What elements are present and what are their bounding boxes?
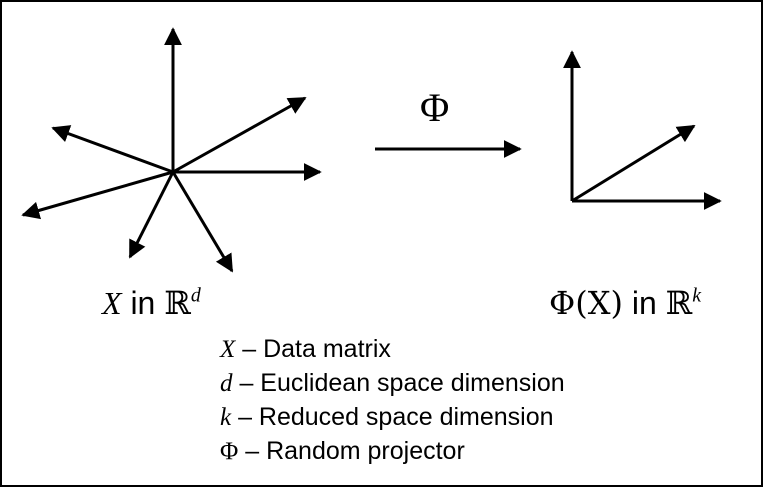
source-exponent: d xyxy=(190,284,201,307)
legend-item-x: X – Data matrix xyxy=(220,332,565,366)
reduced-dim-vectors xyxy=(563,50,722,210)
symbol-legend: X – Data matrix d – Euclidean space dime… xyxy=(220,332,565,468)
source-in-word: in xyxy=(130,285,156,321)
target-real-space: ℝ xyxy=(665,284,693,322)
target-exponent: k xyxy=(692,284,702,307)
legend-text: – Reduced space dimension xyxy=(238,403,554,431)
high-dim-vectors xyxy=(21,27,322,273)
target-space-caption: Φ(X) in ℝk xyxy=(549,284,702,322)
target-in-word: in xyxy=(631,285,657,321)
legend-item-phi: Φ – Random projector xyxy=(220,434,565,468)
vector-upper-left xyxy=(51,125,174,174)
projection-map-label: Φ xyxy=(420,85,450,130)
legend-symbol: d xyxy=(220,370,233,397)
legend-item-d: d – Euclidean space dimension xyxy=(220,366,565,400)
vector-down-right xyxy=(171,171,234,273)
legend-symbol: Φ xyxy=(220,438,239,465)
target-symbol: Φ(X) xyxy=(549,284,623,322)
source-symbol: X xyxy=(102,285,122,321)
legend-text: – Random projector xyxy=(245,437,465,465)
vector-upper-right xyxy=(172,96,307,174)
vector-left xyxy=(21,170,174,220)
reduced-vector-diagonal xyxy=(571,124,696,203)
legend-symbol: X xyxy=(220,336,236,363)
legend-text: – Euclidean space dimension xyxy=(239,369,565,397)
vector-down-left xyxy=(128,171,175,259)
source-real-space: ℝ xyxy=(164,284,191,322)
legend-text: – Data matrix xyxy=(242,335,391,363)
legend-item-k: k – Reduced space dimension xyxy=(220,400,565,434)
legend-symbol: k xyxy=(220,404,232,431)
source-space-caption: X in ℝd xyxy=(102,284,201,322)
